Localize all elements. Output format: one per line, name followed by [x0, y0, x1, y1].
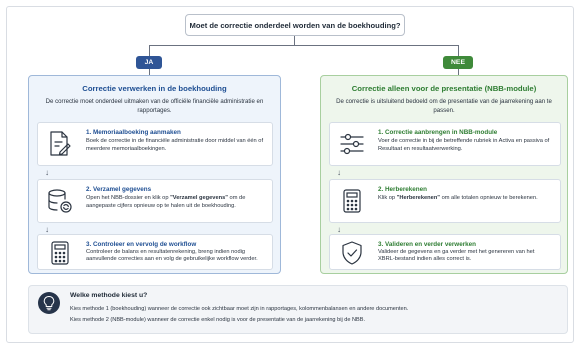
- lightbulb-icon: [38, 292, 60, 314]
- tip-line-2: Kies methode 2 (NBB-module) wanneer de c…: [70, 317, 366, 323]
- tip-line-1: Kies methode 1 (boekhouding) wanneer de …: [70, 306, 409, 312]
- left-step-3: 3. Controleer en vervolg de workflow Con…: [37, 234, 273, 270]
- left-step-2: 2. Verzamel gegevens Open het NBB-dossie…: [37, 179, 273, 223]
- connector-right-down: [458, 45, 459, 56]
- yes-badge: JA: [136, 56, 162, 69]
- right-step-2: 2. Herberekenen Klik op "Herberekenen" o…: [329, 179, 561, 223]
- arrow-down-icon: ↓: [45, 225, 49, 234]
- right-step-3: 3. Valideren en verder verwerken Validee…: [329, 234, 561, 270]
- method-tip: Welke methode kiest u? Kies methode 1 (b…: [28, 285, 568, 334]
- left-step-1: 1. Memoriaalboeking aanmaken Boek de cor…: [37, 122, 273, 166]
- connector-left-down: [149, 45, 150, 56]
- right-step-2-desc: Klik op "Herberekenen" om alle totalen o…: [378, 195, 538, 201]
- database-refresh-icon: [46, 187, 74, 215]
- left-column-subtitle: De correctie moet onderdeel uitmaken van…: [45, 98, 264, 114]
- arrow-down-icon: ↓: [337, 225, 341, 234]
- arrow-down-icon: ↓: [45, 168, 49, 177]
- sliders-icon: [338, 130, 366, 158]
- right-step-1-title: 1. Correctie aanbrengen in NBB-module: [378, 129, 498, 136]
- left-column: Correctie verwerken in de boekhouding De…: [28, 75, 281, 274]
- left-step-2-title: 2. Verzamel gegevens: [86, 186, 152, 193]
- left-column-title: Correctie verwerken in de boekhouding: [82, 84, 227, 93]
- connector-vertical-top: [294, 36, 295, 45]
- left-step-1-title: 1. Memoriaalboeking aanmaken: [86, 129, 181, 136]
- arrow-down-icon: ↓: [337, 168, 341, 177]
- no-badge: NEE: [443, 56, 473, 69]
- right-column-subtitle: De correctie is uitsluitend bedoeld om d…: [336, 98, 552, 114]
- right-step-3-title: 3. Valideren en verder verwerken: [378, 241, 477, 248]
- left-step-3-desc: Controleer de balans en resultatenrekeni…: [86, 249, 258, 263]
- right-column-title: Correctie alleen voor de presentatie (NB…: [351, 84, 537, 93]
- connector-right-to-column: [458, 69, 459, 75]
- tip-title: Welke methode kiest u?: [70, 292, 148, 299]
- left-step-3-title: 3. Controleer en vervolg de workflow: [86, 241, 197, 248]
- right-column: Correctie alleen voor de presentatie (NB…: [320, 75, 568, 274]
- shield-check-icon: [338, 239, 366, 267]
- left-step-2-desc: Open het NBB-dossier en klik op "Verzame…: [86, 195, 246, 209]
- right-step-1: 1. Correctie aanbrengen in NBB-module Vo…: [329, 122, 561, 166]
- connector-horizontal: [149, 45, 458, 46]
- right-step-2-title: 2. Herberekenen: [378, 186, 428, 193]
- left-step-1-desc: Boek de correctie in de financiële admin…: [86, 138, 264, 152]
- right-step-3-desc: Valideer de gegevens en ga verder met he…: [378, 249, 535, 263]
- document-edit-icon: [46, 130, 74, 158]
- calculator-icon: [338, 187, 366, 215]
- calculator-icon: [46, 239, 74, 267]
- question-box: Moet de correctie onderdeel worden van d…: [185, 14, 405, 36]
- connector-left-to-column: [149, 69, 150, 75]
- right-step-1-desc: Voer de correctie in bij de betreffende …: [378, 138, 550, 152]
